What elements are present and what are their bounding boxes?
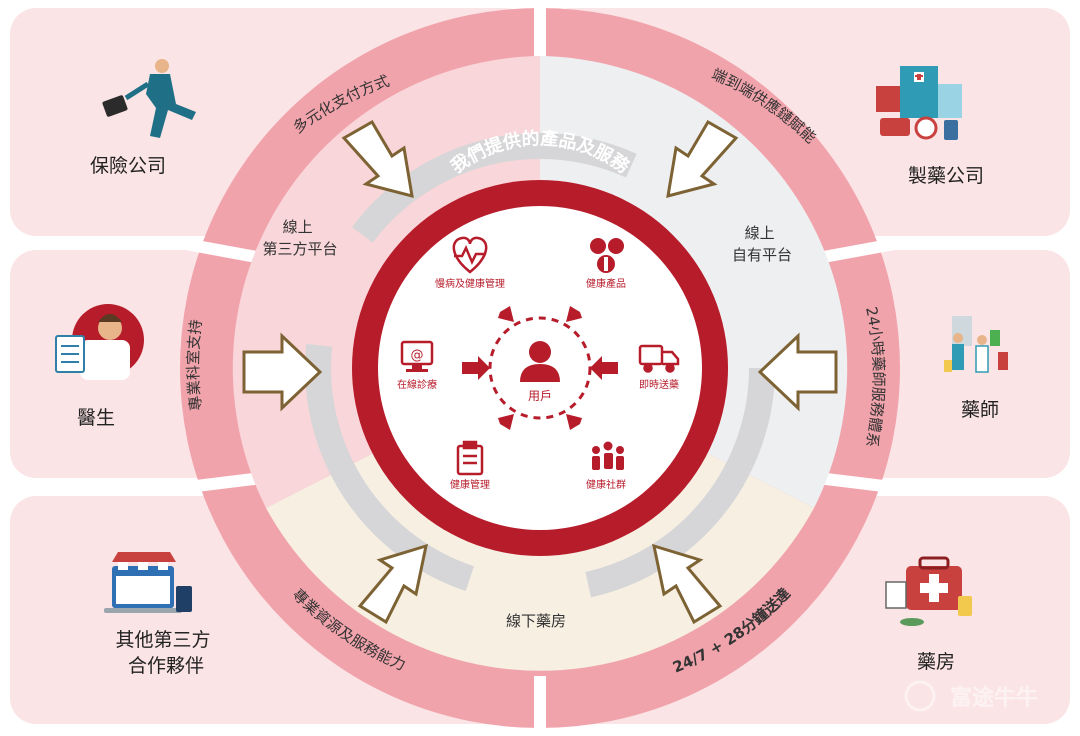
service-community-label: 健康社群 xyxy=(586,478,626,491)
businessman-icon xyxy=(102,59,196,138)
partner-insurance: 保險公司 xyxy=(90,155,166,177)
flow-arrows xyxy=(242,119,838,625)
clipboard-icon xyxy=(456,440,484,476)
computer-consult-icon: @ xyxy=(400,340,434,372)
service-management-label: 健康管理 xyxy=(450,478,490,491)
service-products-label: 健康產品 xyxy=(586,277,626,290)
arrow-mid-right xyxy=(757,332,838,412)
pharma-building-icon xyxy=(876,66,962,140)
platform-offline: 線下藥房 xyxy=(506,612,566,630)
service-delivery-label: 即時送藥 xyxy=(639,378,679,391)
ring-separators xyxy=(178,0,902,736)
service-arrows xyxy=(462,306,618,430)
partner-doctor: 醫生 xyxy=(77,407,115,429)
futu-watermark: 富途牛牛 xyxy=(904,680,1038,712)
first-aid-kit-icon xyxy=(885,556,972,626)
svg-text:@: @ xyxy=(411,348,424,363)
watermark-text: 富途牛牛 xyxy=(950,685,1038,711)
arrow-bottom-right xyxy=(652,543,723,625)
arrow-mid-left xyxy=(242,332,323,412)
online-store-icon xyxy=(104,552,192,613)
delivery-truck-icon xyxy=(638,344,680,373)
community-icon xyxy=(592,441,624,470)
pills-icon xyxy=(590,238,624,273)
platform-online-third-party: 線上 第三方平台 xyxy=(262,218,337,258)
partner-pharmacy: 藥房 xyxy=(917,651,955,673)
arrow-bottom-left xyxy=(357,543,428,625)
doctor-avatar-icon xyxy=(55,304,144,380)
platform-online-own: 線上 自有平台 xyxy=(732,224,792,264)
user-icon xyxy=(520,341,560,382)
arrow-top-left xyxy=(341,119,414,199)
partner-other: 其他第三方 合作夥伴 xyxy=(115,629,216,677)
heart-pulse-icon xyxy=(452,236,488,274)
partner-pharma: 製藥公司 xyxy=(908,165,984,187)
user-label: 用戶 xyxy=(528,389,552,403)
arrow-top-right xyxy=(666,119,739,199)
pharmacist-icon xyxy=(944,316,1008,373)
partner-pharmacist: 藥師 xyxy=(961,399,999,421)
service-chronic-label: 慢病及健康管理 xyxy=(435,277,505,290)
service-online-consult-label: 在線診療 xyxy=(397,378,437,391)
cycle-swirl xyxy=(305,133,775,603)
